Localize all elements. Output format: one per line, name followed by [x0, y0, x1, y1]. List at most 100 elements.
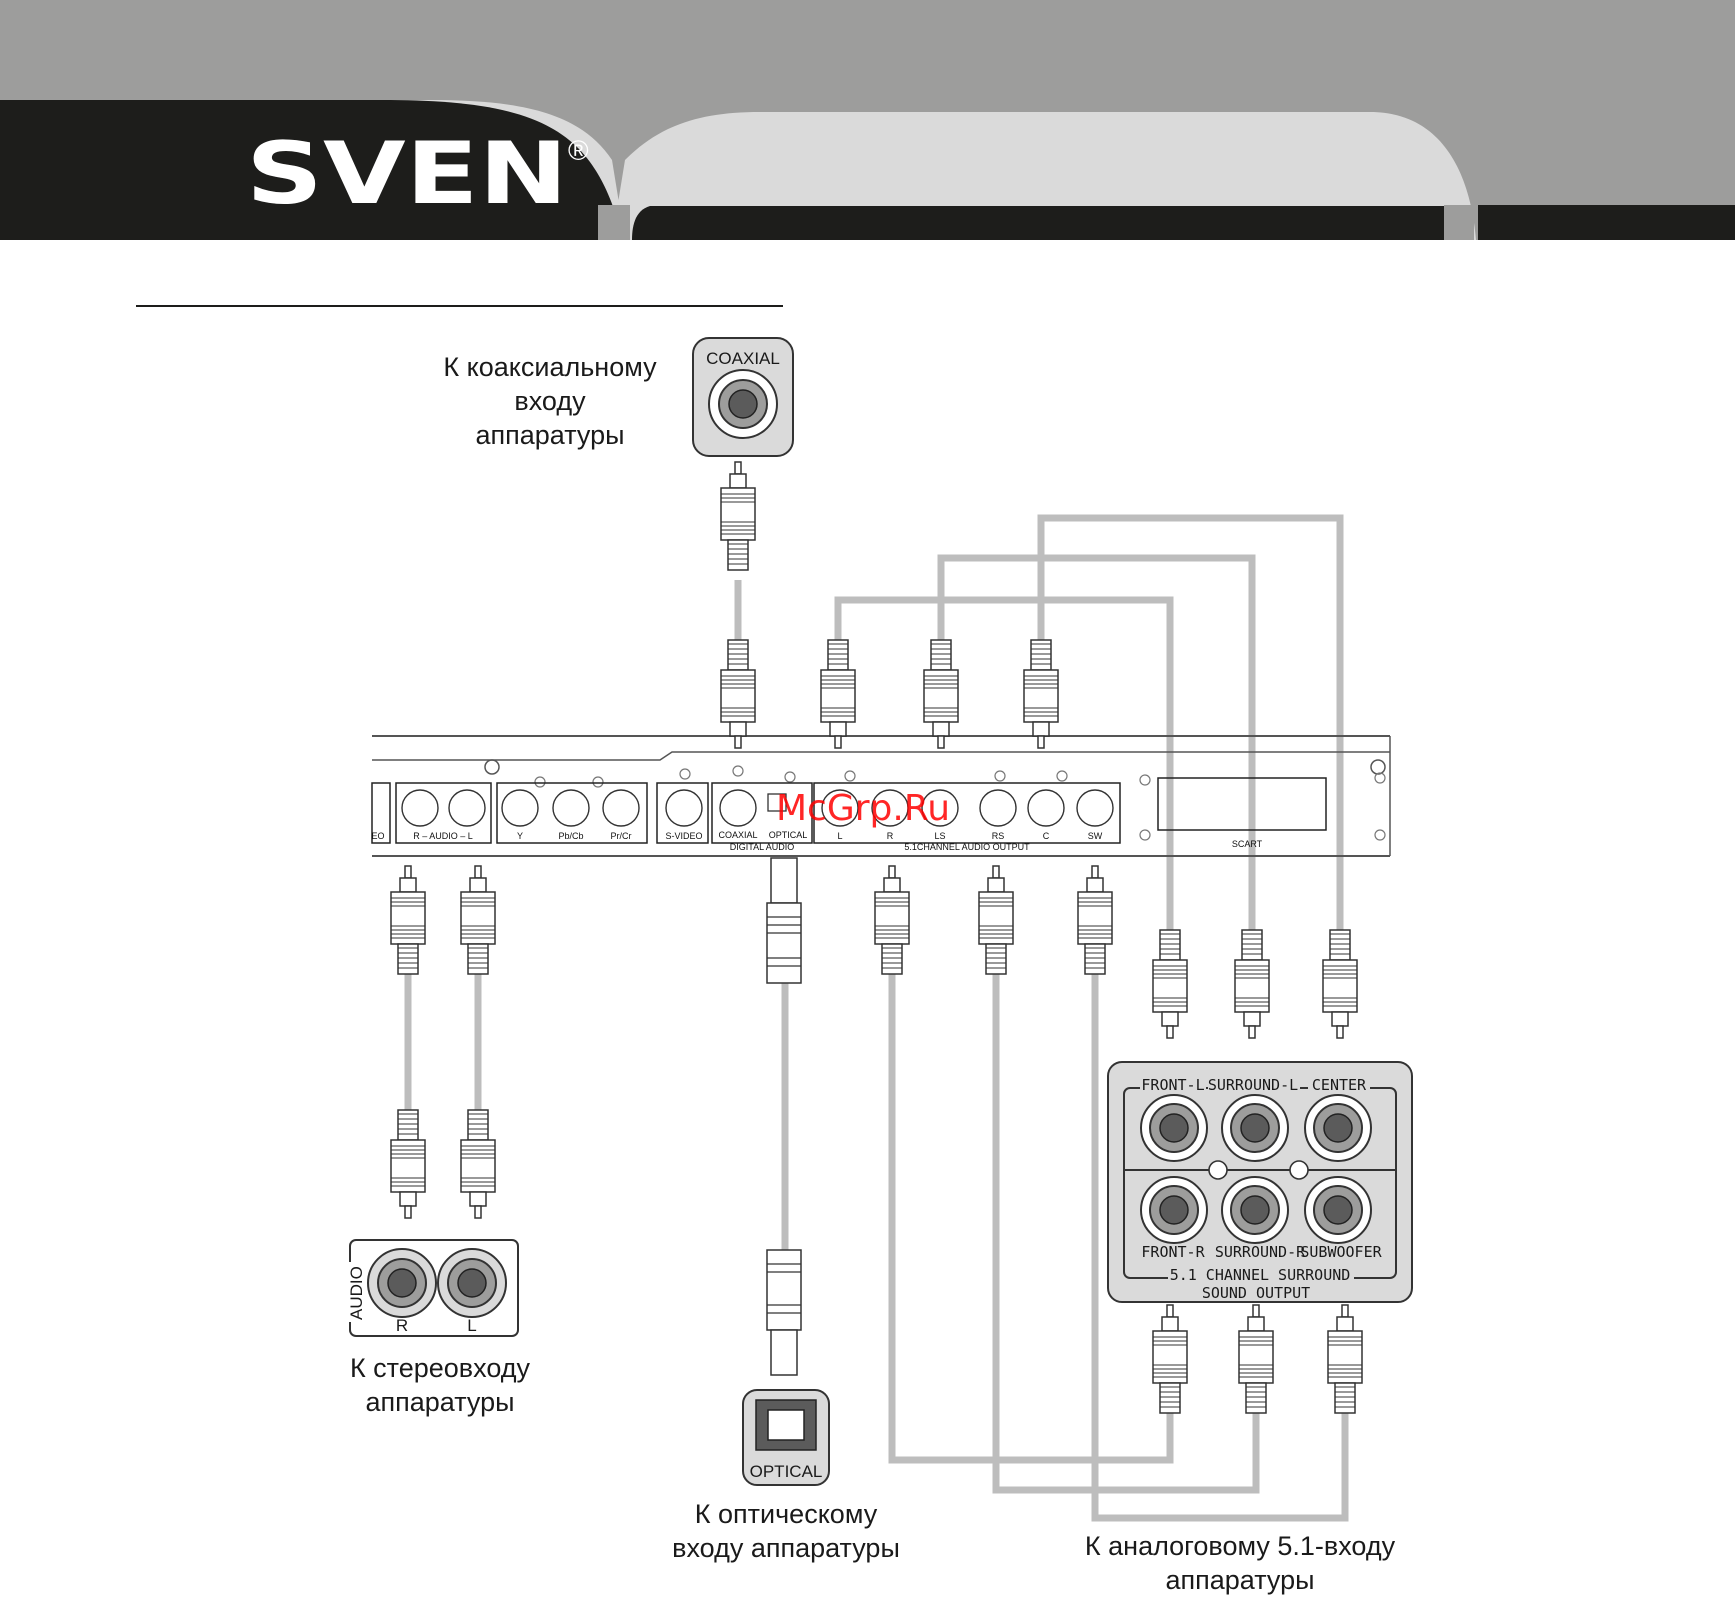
rca-plugs	[390, 461, 1363, 1414]
rca-plug-surround-front-r	[1152, 1304, 1188, 1414]
caption-analog: К аналоговому 5.1-входу аппаратуры	[1060, 1529, 1420, 1597]
optical-plug-top	[766, 857, 802, 984]
cable-surround-l	[937, 554, 1256, 930]
surround-label-surround-l: SURROUND-L	[1208, 1076, 1298, 1094]
caption-stereo-line-2: аппаратуры	[365, 1387, 515, 1417]
rca-plug-surround-surround-r	[1238, 1304, 1274, 1414]
rca-plug-surround-front-l	[1152, 929, 1188, 1039]
panel-label-svideo: S-VIDEO	[665, 831, 702, 841]
surround-input-device: FRONT-L SURROUND-L CENTER FRONT-R SURROU…	[1107, 1061, 1413, 1303]
rca-plug-panel-sw	[1077, 865, 1113, 975]
stereo-device-l: L	[467, 1316, 476, 1335]
jack-rs	[979, 789, 1017, 827]
surround-label-front-r: FRONT-R	[1141, 1243, 1205, 1261]
panel-label-digital-audio: DIGITAL AUDIO	[730, 842, 795, 852]
panel-label-pb: Pb/Cb	[558, 831, 583, 841]
header-banner: SVEN ®	[0, 0, 1735, 240]
jack-pr	[602, 789, 640, 827]
panel-label-coaxial: COAXIAL	[718, 830, 757, 840]
surround-jack-center	[1304, 1094, 1372, 1162]
cable-surround-r	[992, 970, 1260, 1494]
caption-coaxial: К коаксиальному входу аппаратуры	[400, 350, 700, 452]
optical-device-label: OPTICAL	[750, 1462, 823, 1481]
rca-plug-coaxial-player	[720, 639, 756, 749]
rca-plug-stereo-r	[390, 1109, 426, 1219]
panel-label-l: L	[837, 831, 842, 841]
surround-jack-surround-l	[1221, 1094, 1289, 1162]
jack-audio-l	[448, 789, 486, 827]
surround-label-surround-r: SURROUND-R	[1215, 1243, 1306, 1261]
surround-label-front-l: FRONT-L	[1141, 1076, 1204, 1094]
jack-audio-r	[401, 789, 439, 827]
rca-plug-coaxial-device	[720, 461, 756, 571]
panel-label-ls: LS	[934, 831, 945, 841]
rca-plug-panel-ls	[923, 639, 959, 749]
surround-jack-subwoofer	[1304, 1176, 1372, 1244]
caption-coaxial-line-3: аппаратуры	[475, 420, 625, 450]
panel-label-optical: OPTICAL	[769, 830, 808, 840]
panel-label-audio: R – AUDIO – L	[413, 831, 473, 841]
cable-front-r	[888, 970, 1174, 1464]
surround-jack-surround-r	[1221, 1176, 1289, 1244]
rca-plug-panel-audio-l	[460, 865, 496, 975]
registered-mark: ®	[568, 135, 589, 166]
caption-analog-line-2: аппаратуры	[1165, 1565, 1315, 1595]
rca-plug-stereo-l	[460, 1109, 496, 1219]
jack-svideo	[665, 789, 703, 827]
rca-plug-panel-r	[874, 865, 910, 975]
cable-subwoofer	[1091, 970, 1349, 1522]
caption-analog-line-1: К аналоговому 5.1-входу	[1084, 1531, 1396, 1561]
panel-label-pr: Pr/Cr	[611, 831, 632, 841]
surround-label-subwoofer: SUBWOOFER	[1300, 1243, 1382, 1261]
panel-label-r: R	[887, 831, 894, 841]
rca-plug-surround-subwoofer	[1327, 1304, 1363, 1414]
player-rear-panel: EO R – AUDIO – L Y Pb/Cb Pr/Cr S-VIDEO C…	[371, 735, 1391, 857]
jack-y	[501, 789, 539, 827]
surround-jack-front-r	[1140, 1176, 1208, 1244]
rca-plug-panel-audio-r	[390, 865, 426, 975]
caption-optical: К оптическому входу аппаратуры	[636, 1497, 936, 1565]
rca-plug-panel-c	[1023, 639, 1059, 749]
caption-coaxial-line-1: К коаксиальному	[443, 352, 657, 382]
surround-jack-front-l	[1140, 1094, 1208, 1162]
panel-label-c: C	[1043, 831, 1050, 841]
caption-coaxial-line-2: входу	[514, 386, 586, 416]
stereo-input-device: AUDIO R L	[346, 1239, 519, 1337]
panel-label-scart: SCART	[1232, 839, 1263, 849]
stereo-device-r: R	[396, 1316, 408, 1335]
coaxial-input-device: COAXIAL	[692, 337, 794, 457]
caption-optical-line-1: К оптическому	[694, 1499, 878, 1529]
jack-ls	[921, 789, 959, 827]
optical-input-device: OPTICAL	[742, 1389, 830, 1486]
jack-r	[871, 789, 909, 827]
sven-logo: SVEN	[246, 124, 568, 224]
panel-label-rs: RS	[992, 831, 1005, 841]
caption-optical-line-2: входу аппаратуры	[672, 1533, 900, 1563]
surround-label-center: CENTER	[1312, 1076, 1367, 1094]
caption-stereo-line-1: К стереовходу	[349, 1353, 531, 1383]
caption-stereo: К стереовходу аппаратуры	[300, 1351, 580, 1419]
rca-plug-surround-center	[1322, 929, 1358, 1039]
jack-c	[1027, 789, 1065, 827]
rca-plug-panel-rs	[978, 865, 1014, 975]
jack-pb	[552, 789, 590, 827]
watermark: McGrp.Ru	[776, 788, 950, 829]
cable-center	[1037, 514, 1344, 930]
jack-l	[821, 789, 859, 827]
optical-plug-bottom	[766, 1249, 802, 1376]
rca-plug-panel-l	[820, 639, 856, 749]
stereo-device-title: AUDIO	[347, 1266, 366, 1320]
panel-label-sw: SW	[1088, 831, 1103, 841]
jack-sw	[1076, 789, 1114, 827]
panel-label-multichannel: 5.1CHANNEL AUDIO OUTPUT	[904, 842, 1030, 852]
panel-label-video-cut: EO	[371, 831, 384, 841]
coaxial-device-label: COAXIAL	[706, 349, 780, 368]
cable-front-l	[834, 596, 1174, 930]
surround-title-2: SOUND OUTPUT	[1202, 1284, 1310, 1302]
rca-plug-surround-surround-l	[1234, 929, 1270, 1039]
jack-coaxial	[719, 789, 757, 827]
panel-label-y: Y	[517, 831, 523, 841]
surround-title-1: 5.1 CHANNEL SURROUND	[1170, 1266, 1351, 1284]
